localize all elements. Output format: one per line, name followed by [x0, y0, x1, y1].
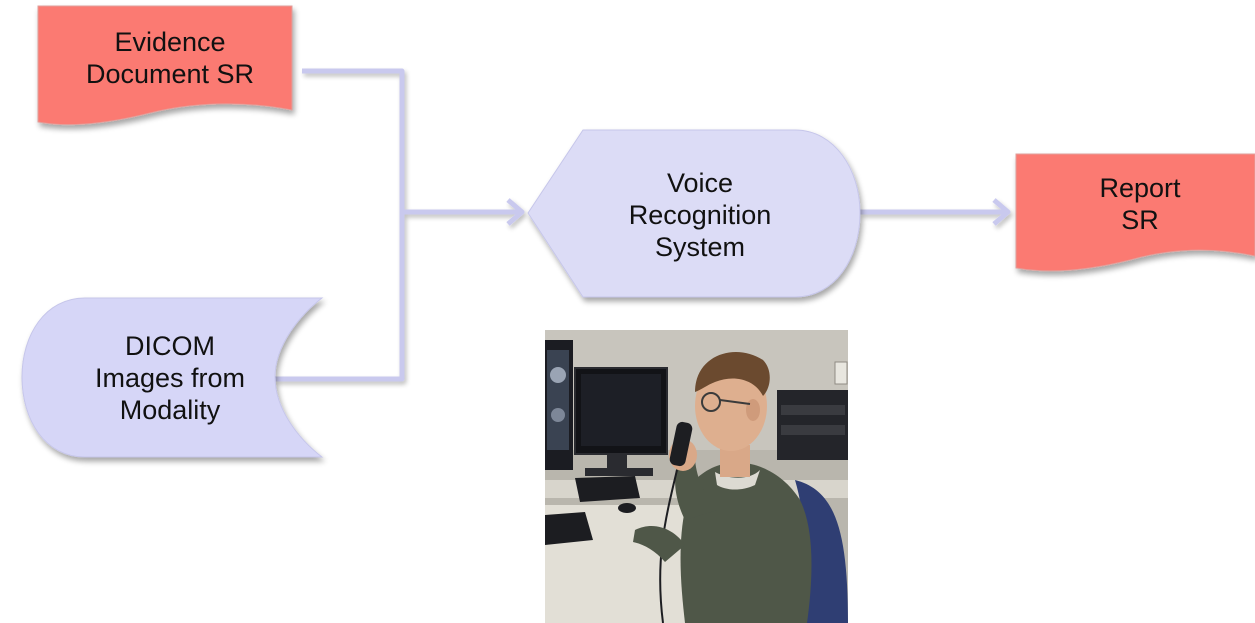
- arrowhead-report: [992, 198, 1011, 226]
- connector-lines: [275, 68, 1011, 382]
- connector-evidence-to-junction: [302, 68, 405, 212]
- voice-recognition-shape: [527, 129, 861, 298]
- arrowhead-voice: [506, 198, 525, 226]
- report-sr-label: Report SR: [1099, 173, 1181, 235]
- evidence-document-label: Evidence Document SR: [85, 27, 255, 89]
- voice-recognition-label: Voice Recognition System: [628, 168, 772, 262]
- connector-dicom-to-junction: [275, 212, 405, 382]
- dicom-images-label: DICOM Images from Modality: [94, 331, 246, 425]
- radiologist-dictation-photo: [545, 330, 848, 623]
- evidence-document-shape: [37, 5, 293, 126]
- dicom-images-shape: [21, 297, 324, 458]
- report-sr-shape: [1015, 153, 1255, 272]
